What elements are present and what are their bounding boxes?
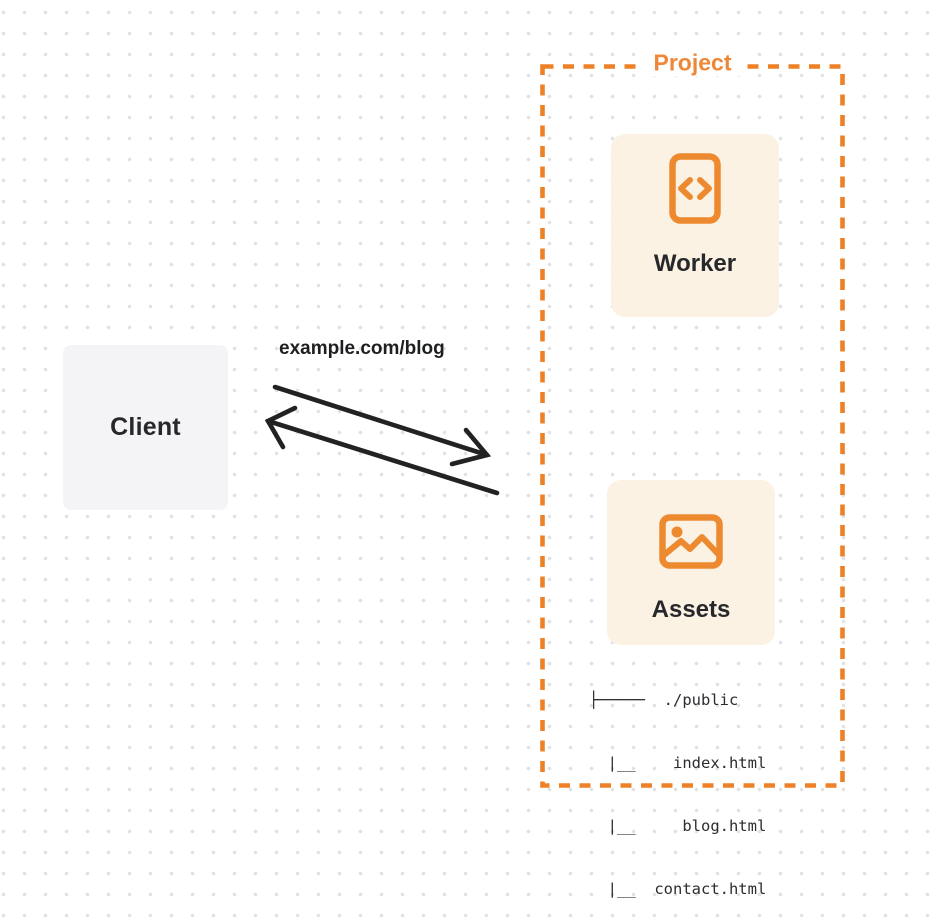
assets-file-tree: ├───── ./public |__ index.html |__ blog.…: [589, 648, 766, 921]
request-arrow: [272, 384, 490, 458]
request-arrowhead-icon: [449, 427, 492, 467]
assets-label: Assets: [651, 596, 731, 623]
client-label: Client: [110, 413, 181, 441]
response-arrowhead-icon: [264, 405, 298, 450]
worker-card: Worker: [611, 134, 779, 317]
file-tree-line: ├───── ./public: [589, 691, 739, 709]
project-label: Project: [644, 49, 741, 77]
client-box: Client: [63, 345, 228, 510]
file-tree-line: |__ blog.html: [589, 817, 767, 835]
diagram-canvas: { "client": { "label": "Client" }, "requ…: [0, 0, 938, 898]
file-tree-line: |__ contact.html: [589, 880, 767, 898]
assets-card: Assets: [607, 480, 775, 645]
request-response-arrows: [264, 384, 500, 496]
request-url-label: example.com/blog: [279, 338, 445, 359]
image-icon: [659, 514, 723, 569]
file-tree-line: |__ index.html: [589, 754, 767, 772]
worker-label: Worker: [653, 250, 737, 277]
project-container: Project Worker Assets: [540, 49, 845, 788]
code-file-icon: [669, 153, 721, 224]
response-arrow: [265, 418, 500, 496]
